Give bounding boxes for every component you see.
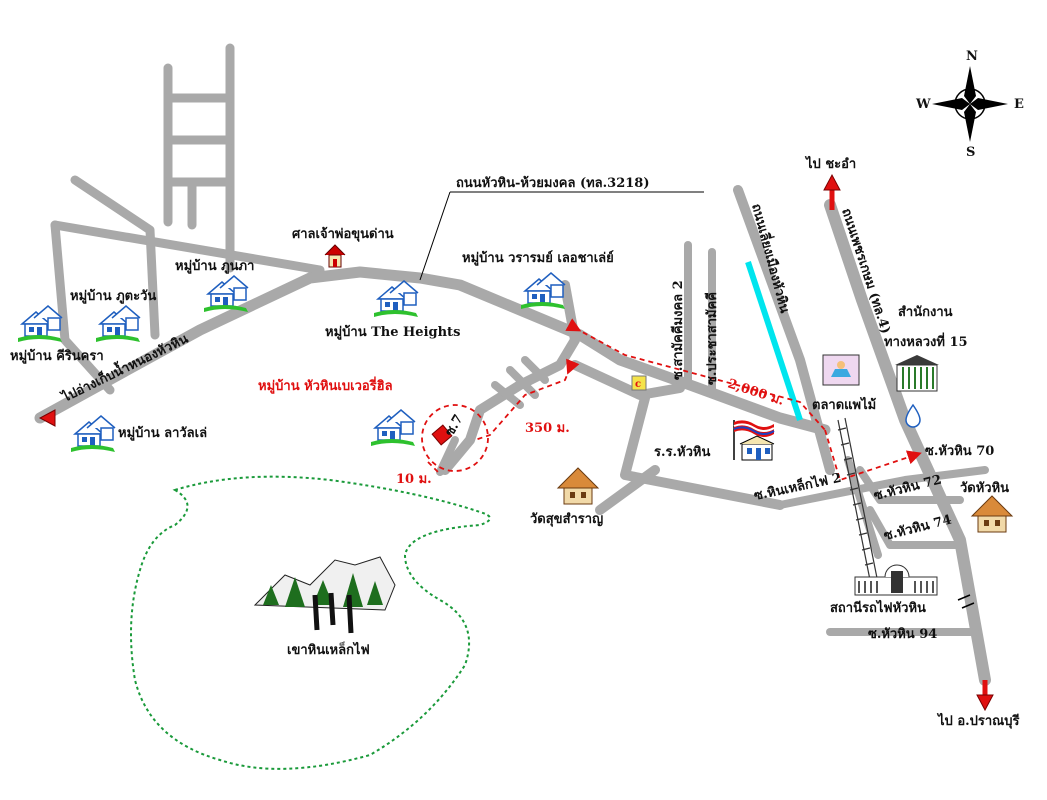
station-label: สถานีรถไฟหัวหิน (830, 599, 926, 616)
water-drop-icon (905, 403, 921, 428)
mountain-park-outline (130, 475, 491, 770)
wat-suksamran-label: วัดสุขสำราญ (530, 511, 603, 527)
mountain-label: เขาหินเหล็กไฟ (287, 640, 370, 658)
village-kirinkhara-label: หมู่บ้าน คีรินครา (10, 348, 104, 364)
to-pranburi-label: ไป อ.ปราณบุรี (936, 712, 1019, 729)
road-bypass-label: ถนนเลี่ยงเมืองหัวหิน (748, 201, 795, 314)
market-label: ตลาดแพไม้ (812, 396, 876, 413)
canal (745, 261, 803, 421)
road-network (34, 43, 991, 686)
soi-prachasamakkhi-label: ซ.ประชาสามัคคี (704, 292, 720, 385)
mountain-icon (253, 556, 396, 634)
school-label: ร.ร.หัวหิน (654, 445, 710, 460)
flag-icon (733, 420, 775, 461)
distance-10-label: 10 ม. (396, 472, 432, 487)
to-cha-am-label: ไป ชะอำ (804, 155, 856, 172)
svg-text:N: N (966, 49, 978, 64)
village-heights-label: หมู่บ้าน The Heights (325, 324, 460, 340)
village-phunpha-label: หมู่บ้าน ภูนภา (175, 258, 254, 274)
office-label-2: ทางหลวงที่ 15 (884, 332, 968, 350)
office-label: สำนักงาน (898, 304, 953, 320)
market-icon (822, 354, 860, 386)
village-waram-label: หมู่บ้าน วรารมย์ เลอชาเล่ย์ (462, 250, 614, 266)
bridge-mark (957, 594, 975, 609)
svg-text:c: c (635, 379, 641, 390)
svg-text:W: W (915, 97, 931, 112)
station-icon (854, 564, 938, 596)
wat-hua-hin-label: วัดหัวหิน (960, 481, 1009, 496)
main-road-label: ถนนหัวหิน-ห้วยมงคล (ทล.3218) (456, 175, 650, 191)
village-target-label: หมู่บ้าน หัวหินเบเวอรี่ฮิล (258, 376, 393, 394)
arrow-icon (38, 173, 994, 712)
shrine-label: ศาลเจ้าพ่อขุนด่าน (292, 226, 394, 242)
svg-text:S: S (966, 145, 975, 160)
soi-samakkhi-label: ซ.สามัคคีมงคล 2 (670, 280, 686, 380)
soi-74-label: ซ.หัวหิน 74 (882, 513, 953, 544)
shrine-icon (324, 244, 346, 268)
svg-text:E: E (1014, 97, 1024, 112)
distance-350-label: 350 ม. (525, 421, 570, 436)
railway (837, 417, 880, 591)
soi-70-label: ซ.หัวหิน 70 (925, 444, 994, 459)
route-line (421, 318, 922, 482)
to-nong-hua-hin-label: ไปอ่างเก็บน้ำหนองหัวหิน (57, 328, 191, 406)
target-marker (431, 424, 453, 446)
shop-icon: c (631, 375, 647, 391)
temple-icon (556, 467, 1014, 533)
office-icon (895, 355, 939, 392)
compass-icon: N S W E (915, 49, 1024, 160)
soi-94-label: ซ.หัวหิน 94 (868, 627, 937, 642)
village-lawanle-label: หมู่บ้าน ลาวัลเล่ (118, 425, 207, 441)
village-phutawan-label: หมู่บ้าน ภูตะวัน (70, 288, 156, 304)
